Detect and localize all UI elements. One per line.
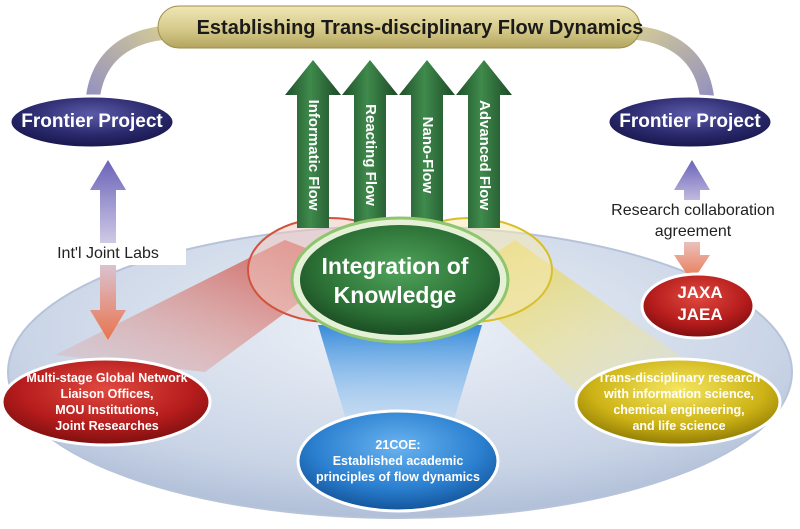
- center-line2: Knowledge: [333, 282, 457, 308]
- blue-node-line: Established academic: [332, 454, 464, 468]
- red-node-line: Liaison Offices,: [60, 387, 154, 401]
- red-node-ellipse: [0, 357, 212, 447]
- frontier-right-label: Frontier Project: [619, 111, 761, 132]
- arrow-reacting-flow: [342, 60, 398, 228]
- frontier-left-label: Frontier Project: [21, 111, 163, 132]
- blue-node-line: principles of flow dynamics: [316, 470, 480, 484]
- research-collab-line1: Research collaboration: [611, 202, 775, 219]
- yellow-node-ellipse: [574, 357, 782, 447]
- arrow-advanced-flow: [456, 60, 512, 228]
- jaxa-label: JAXA JAEA: [640, 282, 760, 326]
- banner-pill: [157, 5, 641, 49]
- banner-title: Establishing Trans-disciplinary Flow Dyn…: [196, 17, 644, 39]
- research-collab-label: Research collaboration agreement: [588, 200, 798, 242]
- center-line1: Integration of: [321, 253, 469, 279]
- flow-label-advanced: Advanced Flow: [476, 99, 493, 211]
- arrow-nano-flow: [399, 60, 455, 228]
- frontier-right-ellipse: [606, 94, 774, 150]
- yellow-node-line: with information science,: [603, 387, 755, 401]
- intl-joint-labs-label: Int'l Joint Labs: [30, 243, 186, 265]
- flow-label-informatic: Informatic Flow: [305, 99, 322, 211]
- red-node-line: Joint Researches: [55, 419, 159, 433]
- yellow-node-line: and life science: [632, 419, 726, 433]
- jaxa-ellipse: [640, 272, 756, 340]
- yellow-node-line: chemical engineering,: [613, 403, 745, 417]
- frontier-left-ellipse: [8, 94, 176, 150]
- blue-node-ellipse: [296, 409, 500, 513]
- blue-node-line: 21COE:: [375, 438, 421, 452]
- research-collab-line2: agreement: [654, 223, 732, 240]
- red-node-line: Multi-stage Global Network: [26, 371, 188, 385]
- center-label: Integration of Knowledge: [283, 252, 507, 310]
- red-node-label: Multi-stage Global Network Liaison Offic…: [0, 370, 214, 434]
- flow-arrows: [285, 60, 512, 228]
- center-circle: [300, 225, 500, 335]
- blue-cone: [318, 325, 482, 440]
- flow-label-nano: Nano-Flow: [419, 116, 436, 194]
- yellow-node-label: Trans-disciplinary research with informa…: [572, 370, 786, 434]
- jaxa-line1: JAXA: [677, 283, 723, 302]
- flow-label-reacting: Reacting Flow: [362, 104, 379, 206]
- arrow-informatic-flow: [285, 60, 341, 228]
- blue-node-label: 21COE: Established academic principles o…: [300, 437, 496, 485]
- red-node-line: MOU Institutions,: [55, 403, 159, 417]
- yellow-node-line: Trans-disciplinary research: [597, 371, 761, 385]
- jaxa-line2: JAEA: [677, 305, 723, 324]
